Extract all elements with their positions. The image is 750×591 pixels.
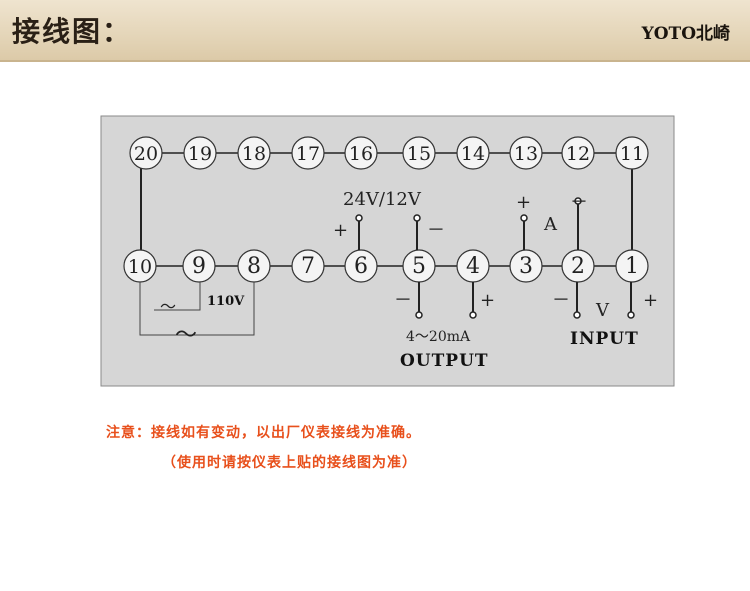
power-voltage-label: 110V [207,294,245,309]
vin-plus-tip [627,311,635,319]
terminal-number: 3 [519,254,533,279]
terminal-6: 6 [344,249,378,283]
terminal-7: 7 [291,249,325,283]
terminal-8: 8 [237,249,271,283]
terminal-circle [237,136,271,170]
vin-minus-tip [573,311,581,319]
terminal-number: 15 [407,143,431,165]
iin-minus-sign: － [570,192,588,213]
terminal-circle [183,136,217,170]
vout-minus-tip [413,214,421,222]
terminal-number: 19 [188,143,212,165]
wiring-note-secondary: （使用时请按仪表上贴的接线图为准） [162,455,417,471]
terminal-16: 16 [344,136,378,170]
terminal-circle [182,249,216,283]
terminal-circle [129,136,163,170]
wiring-note: 注意：接线如有变动，以出厂仪表接线为准确。 [106,425,421,441]
iin-plus-sign: + [516,192,531,213]
terminal-2: 2 [561,249,595,283]
terminal-15: 15 [402,136,436,170]
terminal-14: 14 [456,136,490,170]
output-label: OUTPUT [400,351,489,371]
terminal-number: 14 [461,143,485,165]
ac-symbol-large: ～ [175,323,197,348]
terminal-number: 5 [412,254,426,279]
voltage-output-label: 24V/12V [343,189,422,210]
page-title: 接线图： [12,15,133,48]
terminal-circle [509,249,543,283]
iout-plus-sign: + [480,290,495,311]
terminal-number: 7 [301,254,315,279]
terminal-circle [615,136,649,170]
vout-minus-sign: － [427,220,445,241]
terminal-number: 4 [466,254,480,279]
terminal-number: 16 [349,143,373,165]
terminal-9: 9 [182,249,216,283]
ac-symbol-small: ～ [160,297,176,316]
terminal-number: 2 [571,254,585,279]
terminal-12: 12 [561,136,595,170]
terminal-4: 4 [456,249,490,283]
terminal-number: 8 [247,254,261,279]
terminal-3: 3 [509,249,543,283]
vin-plus-sign: + [643,290,658,311]
terminal-circle [456,136,490,170]
vin-minus-sign: － [552,290,570,311]
iin-minus-tip [574,197,582,205]
terminal-11: 11 [615,136,649,170]
current-input-label: A [543,214,558,235]
terminal-number: 12 [566,143,590,165]
terminal-circle [402,136,436,170]
terminal-18: 18 [237,136,271,170]
voltage-input-label: V [595,300,610,321]
vout-plus-tip [355,214,363,222]
brand-logo-text: YOTO北崎 [641,24,730,44]
iout-minus-sign: － [394,290,412,311]
vout-plus-sign: + [333,220,348,241]
terminal-circle [291,136,325,170]
terminal-circle [344,136,378,170]
terminal-number: 13 [514,143,538,165]
top-terminal-row: 20 19 18 17 16 15 14 13 12 11 [129,136,649,170]
terminal-number: 6 [354,254,368,279]
terminal-number: 20 [134,143,158,165]
terminal-13: 13 [509,136,543,170]
power-bracket-outer [139,282,255,336]
terminal-number: 11 [620,143,644,165]
terminal-19: 19 [183,136,217,170]
page-header: 接线图： YOTO北崎 [0,0,750,62]
terminal-circle [509,136,543,170]
terminal-number: 1 [625,254,639,279]
terminal-number: 18 [242,143,266,165]
power-bracket-inner [154,282,201,311]
terminal-5: 5 [402,249,436,283]
terminal-number: 10 [128,256,152,278]
terminal-number: 17 [296,143,320,165]
iout-plus-tip [469,311,477,319]
terminal-circle [344,249,378,283]
terminal-17: 17 [291,136,325,170]
input-label: INPUT [570,329,639,349]
terminal-1: 1 [615,249,649,283]
iin-plus-tip [520,214,528,222]
iout-minus-tip [415,311,423,319]
terminal-10: 10 [123,249,157,283]
terminal-20: 20 [129,136,163,170]
terminal-circle [291,249,325,283]
terminal-number: 9 [192,254,206,279]
current-range-label: 4～20mA [406,329,471,345]
terminal-circle [561,136,595,170]
